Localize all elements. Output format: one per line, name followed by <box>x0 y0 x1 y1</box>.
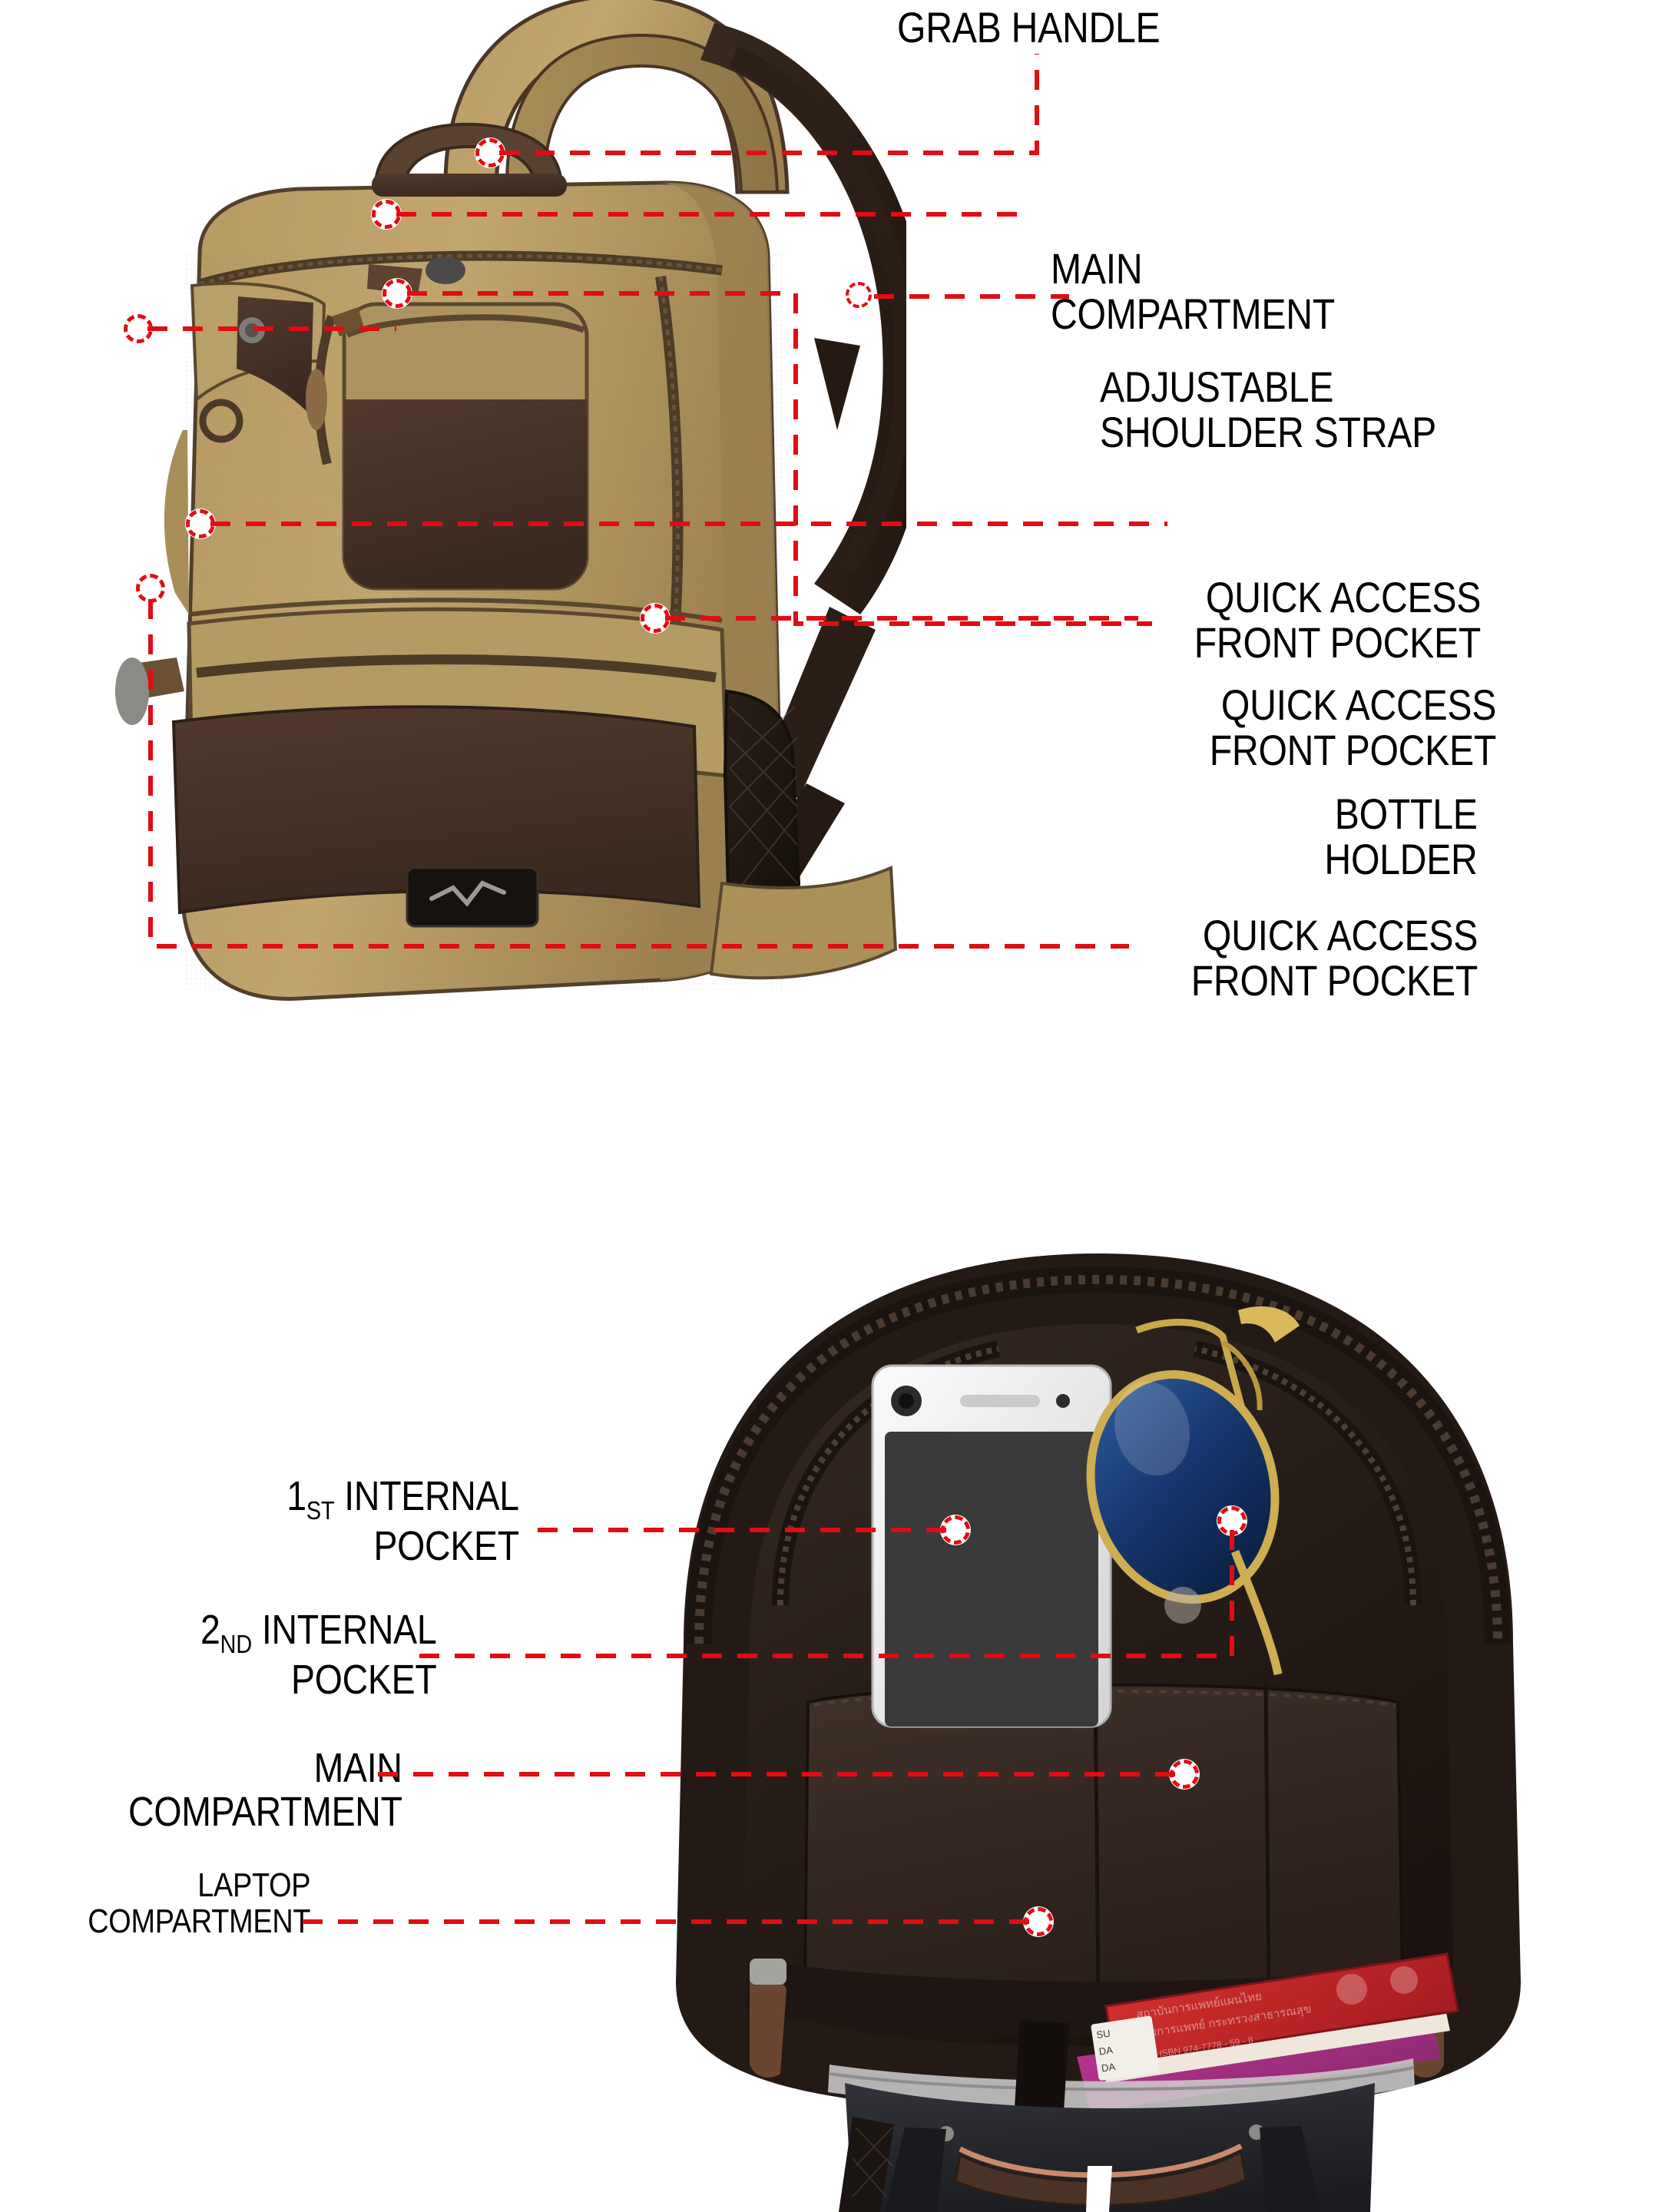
marker-dot-second-internal-pocket[interactable] <box>1217 1506 1247 1535</box>
marker-dot-quick-access-front-pocket-2[interactable] <box>186 509 215 538</box>
marker-dot-grab-handle[interactable] <box>475 138 505 167</box>
svg-text:SU: SU <box>1096 2027 1111 2041</box>
second-internal-pocket-num: 2 <box>200 1607 220 1653</box>
backpack-front-photo <box>46 0 906 1152</box>
second-internal-pocket-rest: INTERNAL POCKET <box>261 1607 436 1704</box>
callout-label-adjustable-shoulder-strap: ADJUSTABLE SHOULDER STRAP <box>1100 363 1436 457</box>
marker-dot-laptop-compartment[interactable] <box>1024 1907 1053 1936</box>
top-product-panel: GRAB HANDLE MAIN COMPARTMENT ADJUSTABLE … <box>46 0 1497 1152</box>
callout-label-second-internal-pocket: 2ND INTERNAL POCKET <box>200 1607 437 1704</box>
callout-label-main-compartment: MAIN COMPARTMENT <box>1051 244 1335 339</box>
first-internal-pocket-rest: INTERNAL POCKET <box>344 1473 519 1570</box>
callout-label-first-internal-pocket: 1ST INTERNAL POCKET <box>286 1473 519 1570</box>
marker-dot-quick-access-front-pocket-1[interactable] <box>382 279 412 308</box>
backpack-interior-photo: สถาบันการแพทย์แผนไทย กรมการแพทย์ กระทรวง… <box>599 1244 1598 2212</box>
second-internal-pocket-ordinal: ND <box>220 1630 252 1659</box>
svg-text:DA: DA <box>1101 2061 1116 2075</box>
marker-dot-main-compartment[interactable] <box>372 200 401 229</box>
marker-dot-quick-access-front-pocket-3[interactable] <box>136 574 165 603</box>
callout-label-main-compartment-bottom: MAIN COMPARTMENT <box>128 1745 402 1836</box>
first-internal-pocket-ordinal: ST <box>306 1496 335 1525</box>
callout-label-laptop-compartment: LAPTOP COMPARTMENT <box>87 1866 310 1940</box>
bottom-product-panel: สถาบันการแพทย์แผนไทย กรมการแพทย์ กระทรวง… <box>0 1198 1659 2212</box>
callout-label-grab-handle: GRAB HANDLE <box>897 3 1161 51</box>
callout-label-quick-access-front-pocket-1: QUICK ACCESS FRONT POCKET <box>1194 573 1482 667</box>
svg-text:DA: DA <box>1098 2044 1114 2058</box>
marker-dot-main-compartment-bottom[interactable] <box>1170 1760 1199 1789</box>
marker-dot-adjustable-shoulder-strap[interactable] <box>846 282 872 308</box>
callout-label-bottle-holder: BOTTLE HOLDER <box>1324 790 1478 884</box>
callout-label-quick-access-front-pocket-2: QUICK ACCESS FRONT POCKET <box>1209 680 1497 775</box>
callout-label-quick-access-front-pocket-3: QUICK ACCESS FRONT POCKET <box>1190 911 1479 1005</box>
first-internal-pocket-num: 1 <box>286 1473 306 1519</box>
marker-dot-quick-access-pocket-anchor[interactable] <box>124 314 153 343</box>
marker-dot-first-internal-pocket[interactable] <box>941 1515 970 1545</box>
marker-dot-bottle-holder[interactable] <box>641 604 670 633</box>
